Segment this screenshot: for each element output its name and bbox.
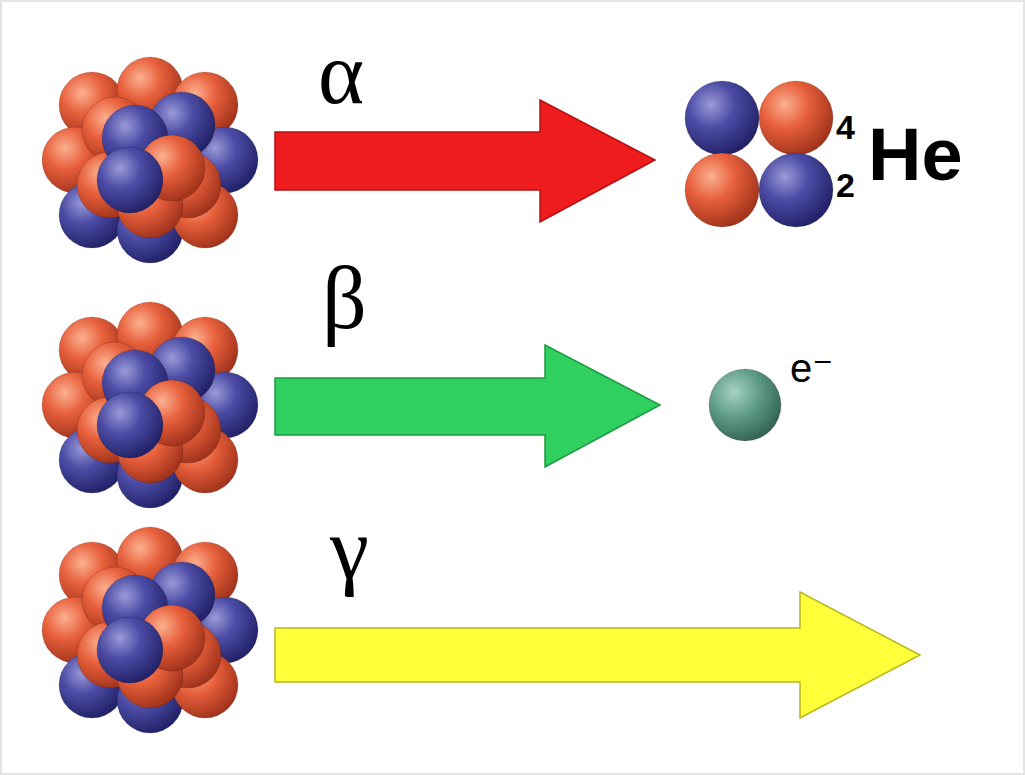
nucleon	[759, 81, 833, 155]
decay-symbol: β	[322, 255, 367, 343]
nucleon	[97, 617, 163, 683]
particle-symbol: e⁻	[790, 348, 833, 388]
label-holder: 2	[836, 168, 855, 202]
label-holder: 4	[836, 110, 855, 144]
decay-symbol: γ	[330, 505, 369, 593]
label-holder: e⁻	[790, 348, 833, 388]
nucleon	[685, 81, 759, 155]
nucleon	[97, 392, 163, 458]
electron	[709, 369, 781, 441]
decay-symbol: α	[318, 30, 364, 118]
element-symbol: He	[868, 118, 963, 192]
label-holder: He	[868, 118, 963, 192]
mass-number: 4	[836, 110, 855, 144]
label-holder: β	[322, 255, 367, 343]
nucleon	[685, 153, 759, 227]
label-holder: α	[318, 30, 364, 118]
atomic-number: 2	[836, 168, 855, 202]
gamma-arrow	[275, 592, 920, 718]
nucleon	[97, 147, 163, 213]
alpha-arrow	[275, 100, 655, 222]
label-holder: γ	[330, 505, 369, 593]
beta-arrow	[275, 345, 660, 467]
particles	[42, 57, 833, 733]
nucleon	[759, 153, 833, 227]
